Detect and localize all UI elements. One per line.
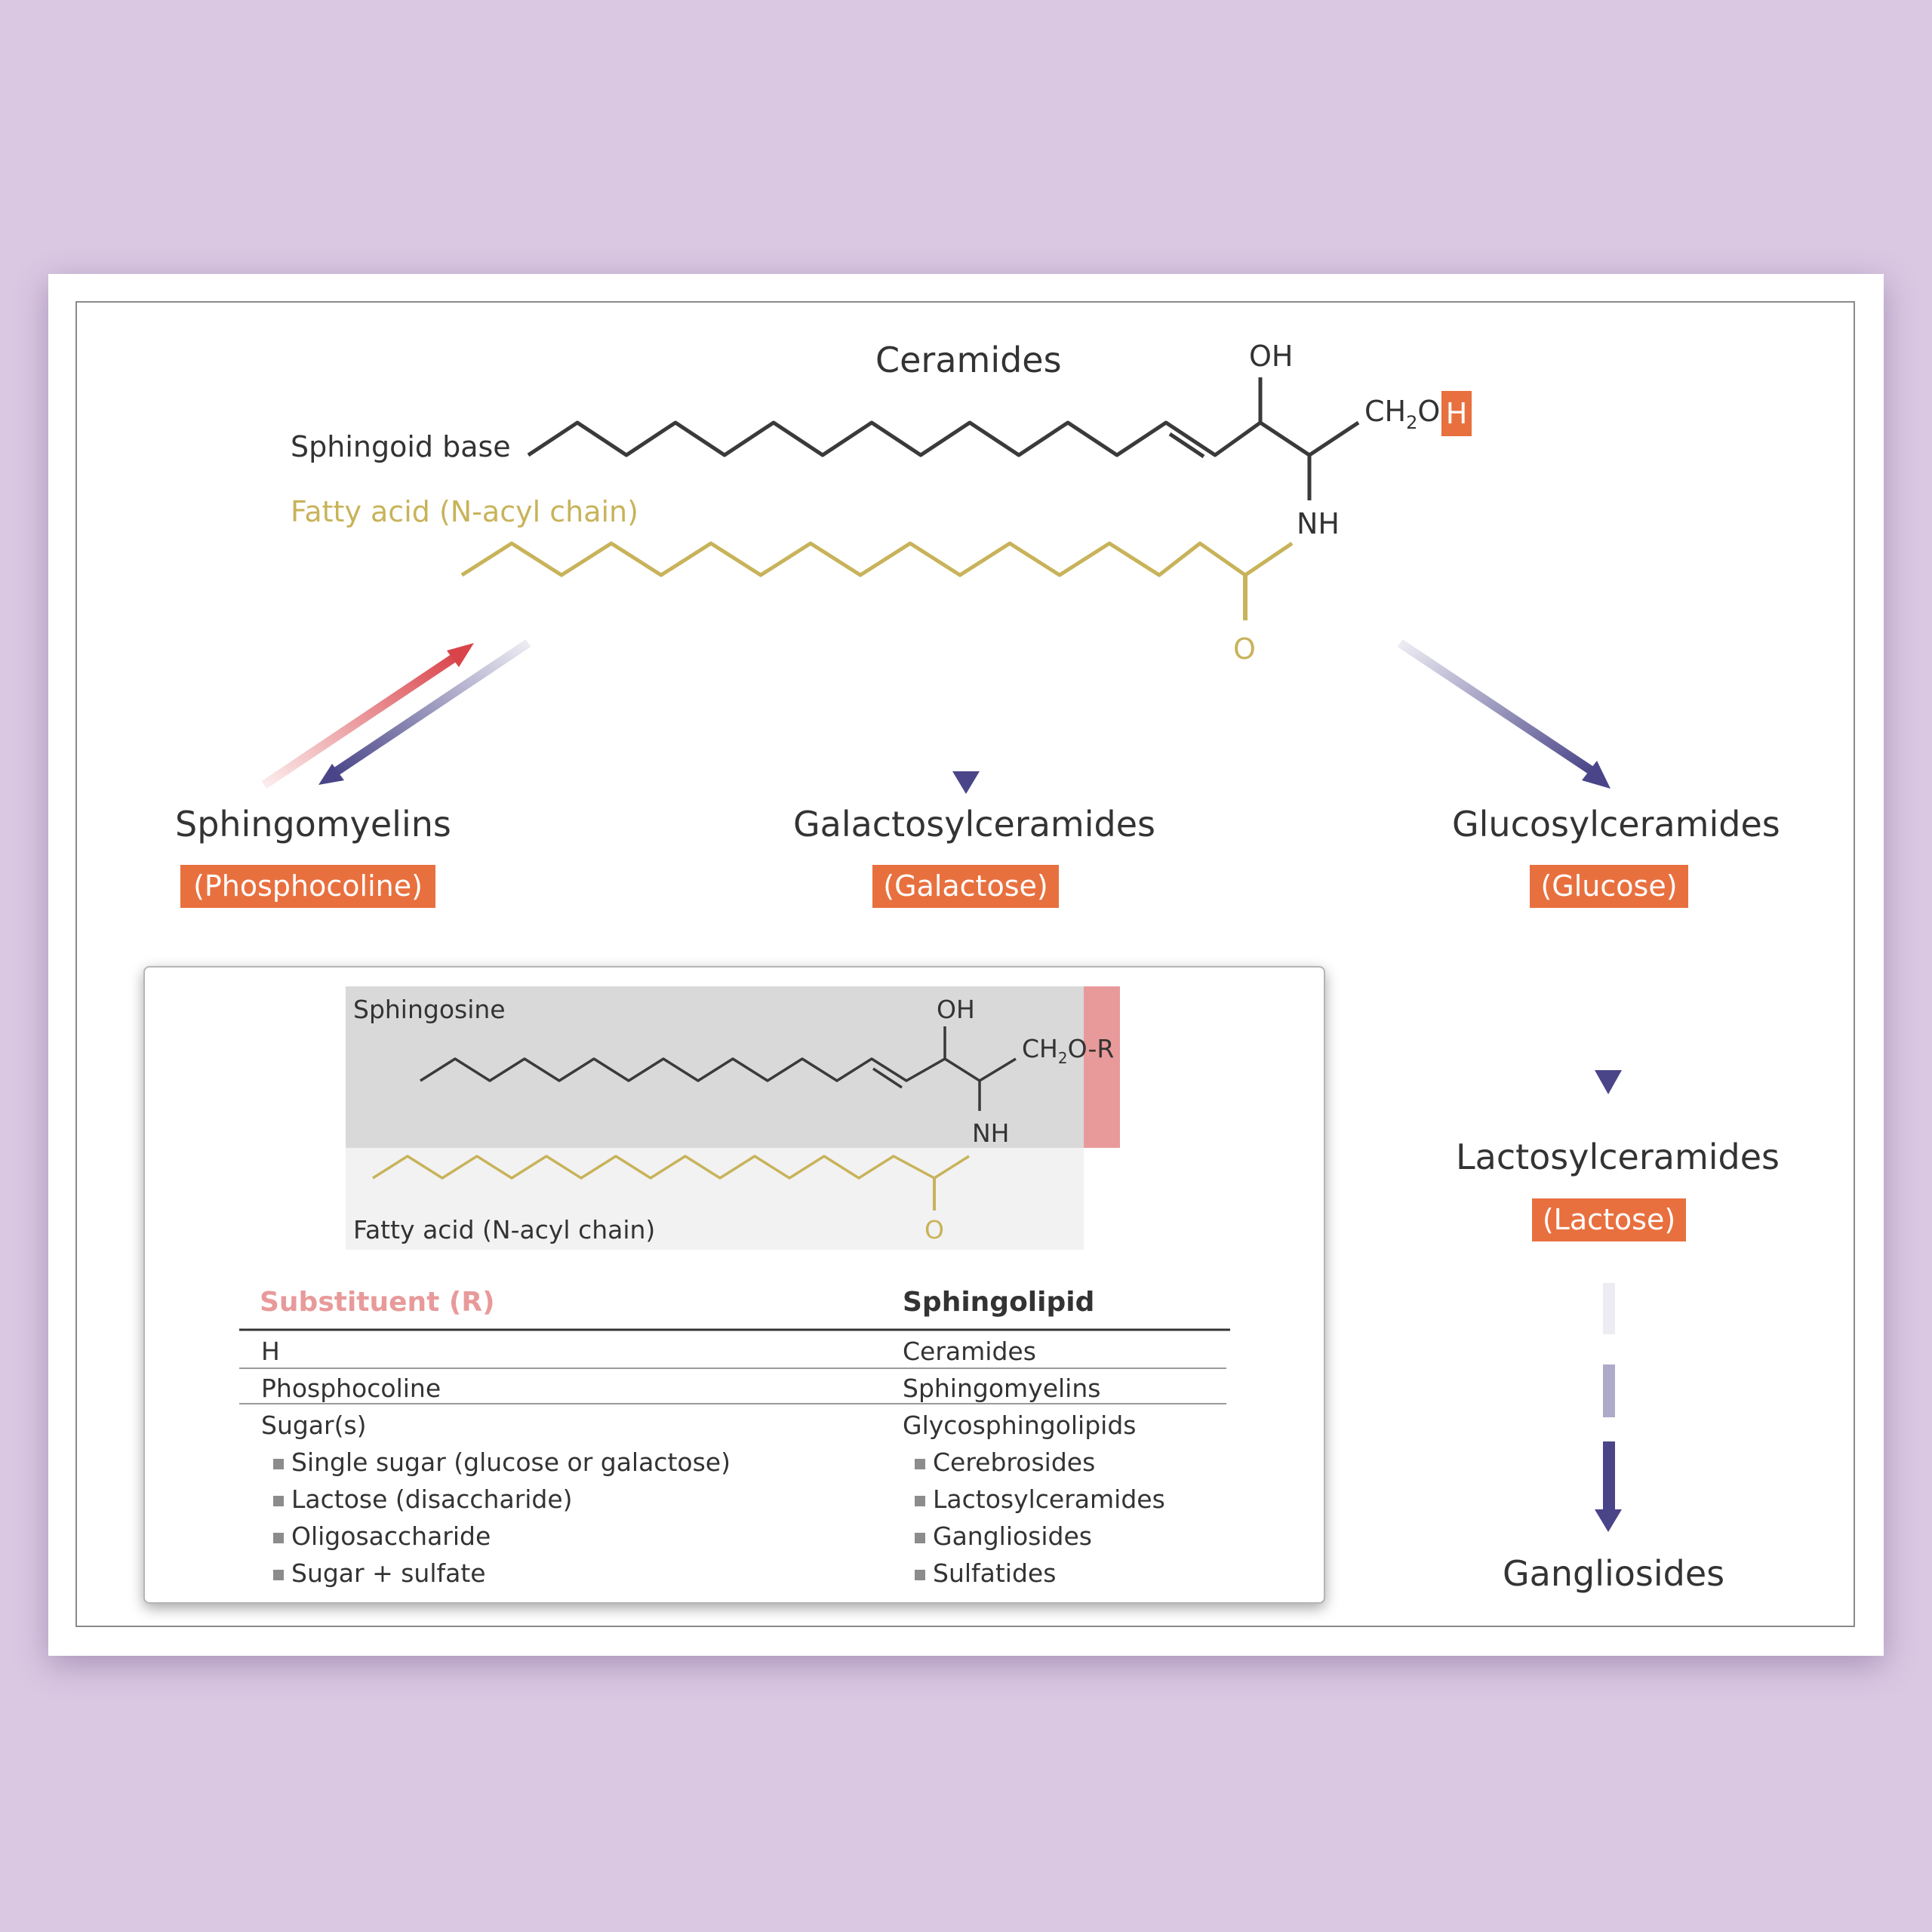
table-row-r: Sugar(s) [261,1411,367,1440]
table-row-lipid: Ceramides [903,1337,1036,1366]
fatty-acid-label: Fatty acid (N-acyl chain) [291,495,638,528]
bullet-icon [915,1495,925,1506]
bullet-icon [273,1458,284,1469]
table-subrow-r: Oligosaccharide [273,1521,491,1551]
oh-label: OH [1249,340,1294,373]
product-gangliosides: Gangliosides [1503,1553,1725,1594]
sphingosine-label: Sphingosine [353,995,506,1024]
bullet-icon [915,1569,925,1580]
fatty-acid-chain [460,541,1294,577]
table-subrow-lipid: Cerebrosides [915,1447,1095,1477]
arrow-to-sphingomyelins [329,639,531,778]
sphingoid-chain [527,420,1360,457]
bullet-icon [273,1569,284,1580]
inset-nh-label: NH [972,1118,1010,1148]
table-subrow-lipid: Sulfatides [915,1558,1056,1588]
table-row-r: Phosphocoline [261,1374,441,1403]
group-lactose: (Lactose) [1532,1198,1686,1241]
bullet-icon [915,1532,925,1543]
arrow-to-ceramides-red [261,650,463,789]
table-row-lipid: Sphingomyelins [903,1374,1101,1403]
table-row-lipid: Glycosphingolipids [903,1411,1137,1440]
dash-1 [1603,1283,1615,1334]
table-subrow-lipid: Gangliosides [915,1521,1092,1551]
inset-o-label: O [924,1215,944,1244]
inset-oh-label: OH [937,995,975,1024]
double-bond [1168,432,1205,459]
table-subrow-r: Sugar + sulfate [273,1558,486,1588]
ch2o-label: CH2O [1364,395,1441,433]
group-phosphocoline: (Phosphocoline) [180,865,435,908]
inset-ch2or-label: CH2O-R [1022,1034,1115,1067]
group-galactose: (Galactose) [872,865,1059,908]
table-row-r: H [261,1337,280,1366]
bullet-icon [273,1532,284,1543]
table-header-sphingolipid: Sphingolipid [903,1287,1095,1318]
table-header-substituent: Substituent (R) [260,1287,495,1318]
group-glucose: (Glucose) [1530,865,1688,908]
product-lactosylceramides: Lactosylceramides [1456,1137,1780,1177]
nh-label: NH [1297,507,1340,540]
bullet-icon [273,1495,284,1506]
fatty-acid-panel [346,1148,1084,1250]
product-glucosylceramides: Glucosylceramides [1452,804,1780,844]
arrow-to-glucosylceramides [1397,639,1595,775]
o-label: O [1233,632,1256,666]
ceramides-title: Ceramides [875,340,1062,380]
product-sphingomyelins: Sphingomyelins [175,804,451,844]
h-highlight: H [1441,391,1472,436]
inset-fatty-acid-label: Fatty acid (N-acyl chain) [353,1215,656,1244]
figure-frame [75,301,1855,1627]
table-subrow-lipid: Lactosylceramides [915,1484,1165,1514]
product-galactosylceramides: Galactosylceramides [793,804,1155,844]
r-highlight [1084,986,1120,1148]
table-subrow-r: Single sugar (glucose or galactose) [273,1447,731,1477]
dash-3 [1603,1441,1615,1509]
bullet-icon [915,1458,925,1469]
table-subrow-r: Lactose (disaccharide) [273,1484,573,1514]
sphingoid-base-label: Sphingoid base [291,430,511,463]
dash-2 [1603,1364,1615,1417]
